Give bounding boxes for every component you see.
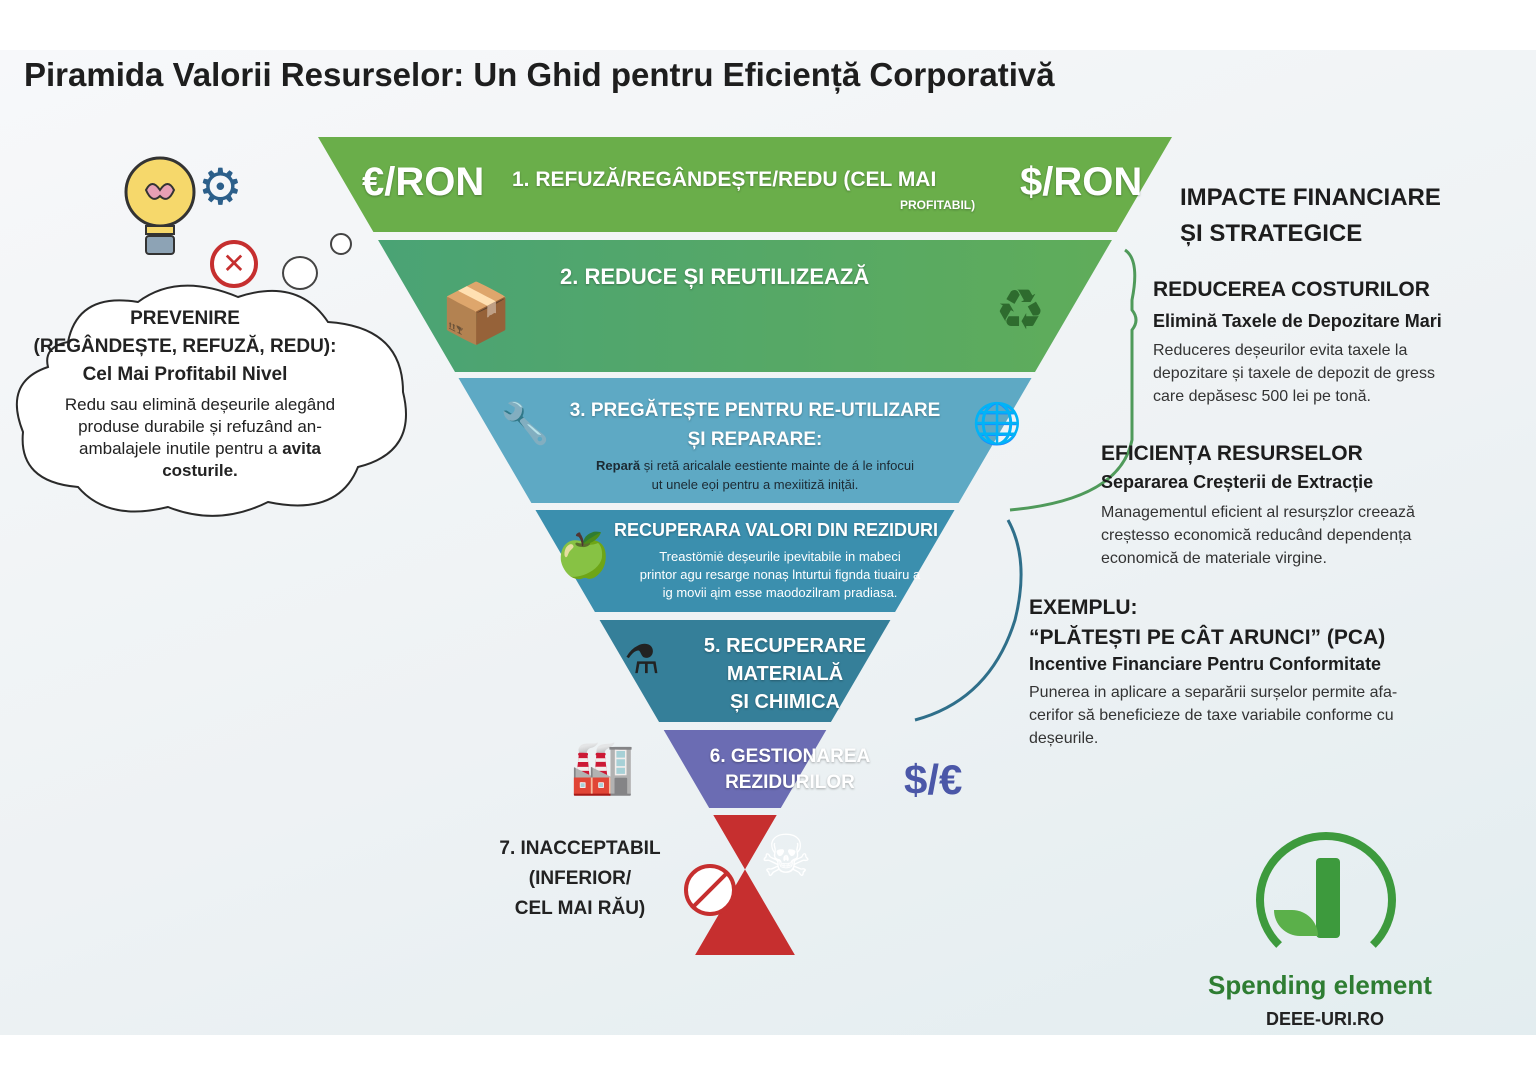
prevention-subheading: (REGÂNDEȘTE, REFUZĂ, REDU):: [33, 336, 337, 357]
resource-efficiency-text: Managementul eficient al resurșzlor cree…: [1101, 501, 1415, 570]
resource-efficiency-subtitle: Separarea Creșterii de Extracție: [1101, 472, 1374, 492]
prevention-cloud: [15, 284, 407, 517]
tier5-label: 5. RECUPERARE MATERIALĂ ȘI CHIMICA: [670, 632, 900, 716]
tier6-label-1: 6. GESTIONAREA: [709, 746, 871, 767]
tier6-label: 6. GESTIONAREA REZIDURILOR: [680, 744, 900, 796]
box-icon: 📦: [440, 281, 513, 346]
tier4-label: RECUPERARA VALORI DIN REZIDURI: [614, 520, 939, 540]
dollar-ron-symbol: $/RON: [1020, 160, 1143, 204]
impacts-heading: IMPACTE FINANCIARE ȘI STRATEGICE: [1180, 180, 1441, 252]
fruit-icon: 🍏: [556, 531, 611, 580]
no-dumping-icon: [684, 864, 736, 916]
tier7-label-2: (INFERIOR/: [528, 868, 632, 889]
tier3-label-line1: 3. PREGĂTEȘTE PENTRU RE-UTILIZARE: [569, 400, 941, 421]
prevention-line3-bold: avita: [282, 439, 321, 458]
tier3-label: 3. PREGĂTEȘTE PENTRU RE-UTILIZARE ȘI REPA…: [560, 396, 950, 454]
tier3-desc-2: ut unele eọi pentru a mexiitiză inițăi.: [651, 477, 859, 492]
cost-line-2: depozitare și taxele de depozit de gress: [1153, 365, 1435, 382]
lightbulb-brain-icon: [124, 156, 196, 255]
prevention-line3: ambalajele inutile pentru a: [79, 439, 278, 458]
tier4-desc-1: Treastömiė deșeurile ipevitabile in mabe…: [659, 549, 901, 564]
impacts-heading-1: IMPACTE FINANCIARE: [1180, 184, 1441, 211]
prevention-tagline: Cel Mai Profitabil Nivel: [82, 364, 288, 385]
page-title: Piramida Valorii Resurselor: Un Ghid pen…: [24, 56, 1055, 93]
tier3-desc-bold: Repară: [596, 458, 641, 473]
tier1-label-2: PROFITABIL): [900, 198, 976, 212]
prevention-line2: produse durabile și refuzând an-: [78, 417, 322, 436]
globe-icon: 🌐: [972, 402, 1022, 446]
cost-line-3: care depăsesc 500 lei pe tonă.: [1153, 388, 1371, 405]
thought-bubble: [282, 256, 318, 290]
factory-icon: 🏭: [570, 739, 635, 797]
example-title-2: “PLĂTEȘTI PE CÂT ARUNCI” (PCA): [1029, 626, 1386, 649]
tier7-label-1: 7. INACCEPTABIL: [499, 838, 661, 859]
tier4-desc-2: printor agu resarge nonaș lnturtui fignd…: [639, 567, 921, 582]
tier3-desc-1: și retă aricalale eestiente mainte de á …: [640, 458, 914, 473]
tier3-label-line2: ȘI REPARARE:: [687, 429, 823, 450]
tier5-label-3: ȘI CHIMICA: [730, 691, 840, 713]
eff-line-1: Managementul eficient al resurșzlor cree…: [1101, 504, 1415, 521]
prevention-line4: costurile.: [162, 461, 238, 480]
refuse-icon: ✕: [210, 240, 258, 288]
tier5-label-2: MATERIALĂ: [726, 663, 844, 685]
tier2-label: 2. REDUCE ȘI REUTILIZEAZĂ: [560, 264, 870, 289]
ex-line-3: deșeurile.: [1029, 730, 1099, 747]
ex-line-2: cerifor să beneficieze de taxe variabile…: [1029, 707, 1394, 724]
gear-icon: ⚙: [198, 159, 243, 215]
logo-site: DEEE-URI.RO: [1266, 1009, 1385, 1029]
tier1-label: 1. REFUZĂ/REGÂNDEȘTE/REDU (CEL MAI: [512, 168, 937, 191]
recycle-bag-icon: ♻: [995, 278, 1046, 341]
cost-reduction-title: REDUCEREA COSTURILOR: [1153, 278, 1430, 301]
tier4-desc: Treastömiė deșeurile ipevitabile in mabe…: [600, 548, 960, 602]
prevention-line1: Redu sau elimină deșeurile alegând: [64, 395, 336, 414]
lab-flask-icon: ⚗: [624, 638, 660, 682]
wrench-screwdriver-icon: 🔧: [500, 402, 550, 446]
cost-reduction-subtitle: Elimină Taxele de Depozitare Mari: [1153, 311, 1442, 331]
thought-bubble-small: [330, 233, 352, 255]
cost-reduction-text: Reduceres deșeurilor evita taxele la depo…: [1153, 339, 1435, 408]
tier6-label-2: REZIDURILOR: [725, 772, 855, 793]
tier7-label-3: CEL MAI RĂU): [514, 898, 646, 919]
example-text: Punerea in aplicare a separării surșelor…: [1029, 681, 1397, 750]
example-title-1: EXEMPLU:: [1029, 596, 1138, 619]
eff-line-2: creștesso economică reducând dependența: [1101, 527, 1412, 544]
tier4-desc-3: ig movii ąim esse maodozilram pradiasa.: [662, 585, 898, 600]
impacts-heading-2: ȘI STRATEGICE: [1180, 220, 1363, 247]
resource-efficiency-title: EFICIENȚA RESURSELOR: [1101, 442, 1363, 465]
ex-line-1: Punerea in aplicare a separării surșelor…: [1029, 684, 1398, 701]
logo-name: Spending element: [1208, 970, 1432, 1000]
prevention-heading: PREVENIRE: [130, 308, 240, 329]
plug-leaf-logo: [1256, 832, 1396, 968]
skull-crossbones-icon: ☠: [760, 824, 812, 889]
example-subtitle: Incentive Financiare Pentru Conformitate: [1029, 654, 1382, 674]
tier3-desc: Repară și retă aricalale eestiente maint…: [520, 456, 990, 494]
eff-line-3: economică de materiale virgine.: [1101, 550, 1327, 567]
cost-line-1: Reduceres deșeurilor evita taxele la: [1153, 342, 1408, 359]
tier5-label-1: 5. RECUPERARE: [703, 635, 867, 657]
euro-ron-symbol: €/RON: [362, 160, 485, 204]
example-title: EXEMPLU: “PLĂTEȘTI PE CÂT ARUNCI” (PCA): [1029, 593, 1385, 653]
dollar-euro-symbol: $/€: [904, 756, 963, 803]
tier7-label: 7. INACCEPTABIL (INFERIOR/CEL MAI RĂU): [480, 834, 680, 924]
prevention-text: Redu sau elimină deșeurile alegând produs…: [20, 394, 380, 482]
